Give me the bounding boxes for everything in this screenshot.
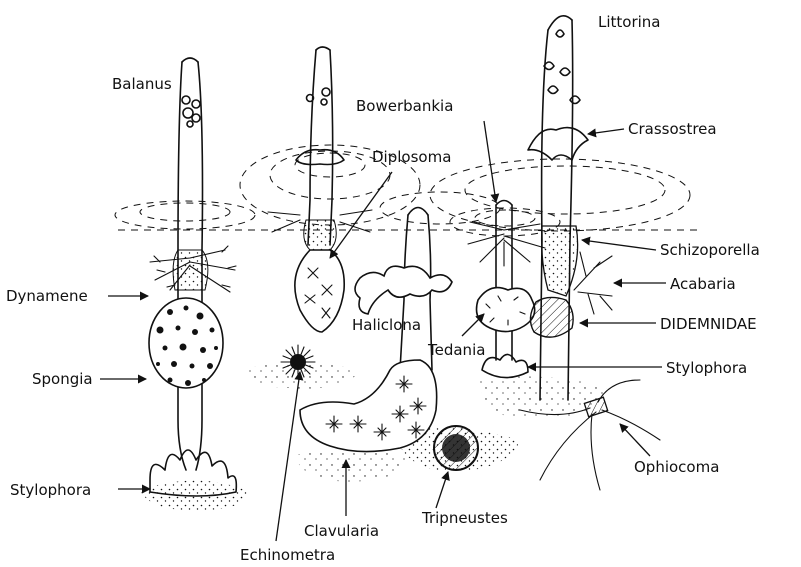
label-tripneustes: Tripneustes xyxy=(421,509,508,527)
label-haliclona: Haliclona xyxy=(352,316,421,334)
label-diplosoma: Diplosoma xyxy=(372,148,451,166)
didemnidae-colony xyxy=(530,297,573,337)
tripneustes-urchin xyxy=(434,426,478,470)
schizoporella-colony xyxy=(542,226,578,296)
label-crassostrea: Crassostrea xyxy=(628,120,717,138)
tedania-sponge xyxy=(477,288,535,332)
dynamene-tuft xyxy=(150,246,236,292)
crassostrea-oysters xyxy=(528,128,588,160)
label-clavularia: Clavularia xyxy=(304,522,379,540)
label-bowerbankia: Bowerbankia xyxy=(356,97,453,115)
label-didemnidae: DIDEMNIDAE xyxy=(660,315,757,333)
stylophora-coral-right xyxy=(482,354,528,377)
label-stylophora-right: Stylophora xyxy=(666,359,747,377)
label-spongia: Spongia xyxy=(32,370,93,388)
label-echinometra: Echinometra xyxy=(240,546,335,564)
label-stylophora-left: Stylophora xyxy=(10,481,91,499)
label-tedania: Tedania xyxy=(427,341,485,359)
label-littorina: Littorina xyxy=(598,13,661,31)
balanus-barnacles xyxy=(182,96,200,127)
balanus-barnacles-2 xyxy=(307,88,331,105)
echinometra-urchin xyxy=(281,345,315,379)
label-schizoporella: Schizoporella xyxy=(660,241,760,259)
acabaria-seafan xyxy=(574,252,612,314)
label-acabaria: Acabaria xyxy=(670,275,736,293)
diplosoma-colony xyxy=(295,220,344,332)
label-ophiocoma: Ophiocoma xyxy=(634,458,719,476)
label-balanus: Balanus xyxy=(112,75,172,93)
label-dynamene: Dynamene xyxy=(6,287,88,305)
littorina-snails xyxy=(544,30,580,104)
spongia-sponge xyxy=(149,298,223,388)
left-root xyxy=(149,58,236,496)
